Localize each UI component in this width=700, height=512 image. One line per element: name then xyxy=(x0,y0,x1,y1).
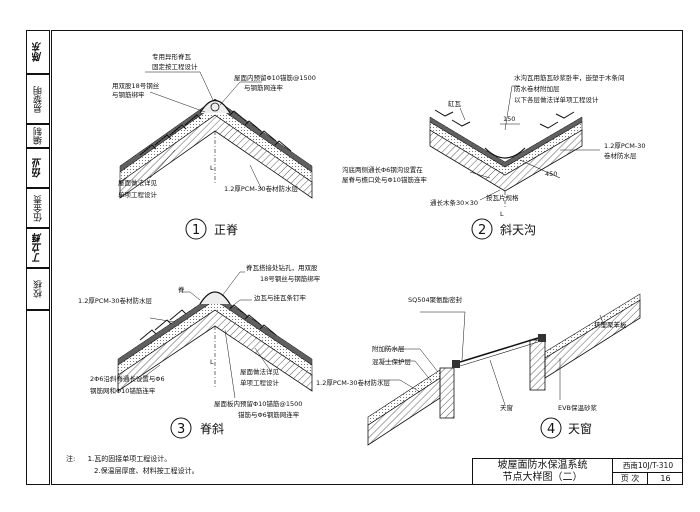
detail-number: 1 xyxy=(192,223,200,238)
ridge-anchor xyxy=(210,102,220,112)
label-gutter-3: 以下各层做法详单项工程设计 xyxy=(514,95,599,104)
gutter-tile xyxy=(484,147,526,159)
label-rebar-2: 与钢筋网连牢 xyxy=(244,83,284,92)
label-ridge-tile-2: 固定按工程设计 xyxy=(152,62,198,71)
checker-cell: 校核 xyxy=(26,268,50,310)
curb-left xyxy=(439,367,455,419)
label-wire: 用双股18号钢丝 xyxy=(112,81,160,90)
detail-number-circle xyxy=(471,218,493,240)
label-ditch-2: 屋脊与檐口处与Φ10锚筋连牢 xyxy=(342,175,427,184)
detail-name: 正脊 xyxy=(214,223,238,237)
label-sealant: SQ504聚氨酯密封 xyxy=(408,295,463,304)
label-rebar-b-2: 锚筋与Φ6钢筋网连牢 xyxy=(238,410,300,419)
atlas-code: 西南10J/T-310 xyxy=(612,458,683,472)
roof-slab xyxy=(544,299,641,379)
label-edge: 边瓦与挂瓦条钉牢 xyxy=(254,293,307,302)
label-ridge-joint: 脊瓦搭接处钻孔，用双股 xyxy=(246,263,318,272)
notes: 注: 1.瓦的固接单项工程设计。 2.保温层厚度、材料按工程设计。 xyxy=(66,453,199,477)
label-membrane-2: 卷材防水层 xyxy=(604,151,637,160)
editor-cell: 编制 xyxy=(26,124,50,148)
detail-name: 天窗 xyxy=(568,422,592,436)
label-ridge: 脊 xyxy=(178,285,185,294)
label-L: L xyxy=(500,210,504,218)
membrane-layer xyxy=(429,116,583,168)
label-membrane: 1.2厚PCM-30卷材防水层 xyxy=(224,184,299,193)
label-see-note: 屋面做法详见 xyxy=(118,178,158,187)
signature-cell: 丁立辉 xyxy=(26,228,50,268)
detail-number: 2 xyxy=(478,223,486,238)
title-line-2: 节点大样图（二） xyxy=(502,472,583,483)
label-tile-note: 按瓦片规格 xyxy=(486,193,519,202)
label-gutter: 水沟瓦用筋瓦砂浆卧牢，嵌塑于木条间 xyxy=(514,73,625,82)
title-cell: 坡屋面防水保温系统 节点大样图（二） xyxy=(472,458,612,485)
label-see-note-2: 单项工程设计 xyxy=(240,378,280,387)
roof-tiles xyxy=(434,109,575,129)
label-rebar: 屋面内预留Φ10锚筋@1500 xyxy=(234,73,316,82)
label-rebar-a-2: 钢筋网和Φ10锚筋连牢 xyxy=(90,386,156,395)
label-mortar: EVB保温砂浆 xyxy=(558,403,598,412)
detail-ridge: 专用异形脊瓦 固定按工程设计 用双股18号钢丝 与钢筋绑牢 屋面内预留Φ10锚筋… xyxy=(112,52,316,240)
detail-number-circle xyxy=(170,417,192,439)
note-1: 1.瓦的固接单项工程设计。 xyxy=(87,455,172,463)
page-label: 页 次 xyxy=(612,472,647,485)
signature-column: 陈东 易黎明 编制 伍业 伍金贵 丁立辉 校核 xyxy=(26,30,50,485)
label-skylight: 天窗 xyxy=(500,403,513,412)
label-membrane: 1.2厚PCM-30卷材防水层 xyxy=(78,296,153,305)
notes-heading: 注: xyxy=(66,455,76,463)
label-dim-150: 150 xyxy=(503,115,515,123)
label-ridge-joint-2: 18号钢丝与钢筋绑牢 xyxy=(260,274,321,283)
drawing-frame xyxy=(51,30,683,485)
designer-cell: 伍金贵 xyxy=(26,188,50,228)
note-2: 2.保温层厚度、材料按工程设计。 xyxy=(94,467,199,475)
label-rebar-a: 2Φ6沿斜脊通长设置与Φ6 xyxy=(90,374,165,383)
detail-hip: 脊 脊瓦搭接处钻孔，用双股 18号钢丝与钢筋绑牢 边瓦与挂瓦条钉牢 1.2厚PC… xyxy=(78,263,321,439)
label-batten: 通长木条30×30 xyxy=(430,198,478,207)
signature-cell: 陈东 xyxy=(26,30,50,74)
ridge-tile xyxy=(199,291,231,305)
sealant-right xyxy=(538,334,546,342)
label-L: L xyxy=(210,358,214,366)
label-L: L xyxy=(210,164,214,172)
label-see-note-2: 单项工程设计 xyxy=(118,190,158,199)
label-ridge-tile: 专用异形脊瓦 xyxy=(152,52,192,61)
label-gutter-2: 防水卷材附加层 xyxy=(514,84,560,93)
detail-valley: 水沟瓦用筋瓦砂浆卧牢，嵌塑于木条间 防水卷材附加层 以下各层做法详单项工程设计 … xyxy=(342,73,646,240)
label-board: 挤塑聚苯板 xyxy=(594,320,627,329)
label-rebar-b: 屋面板内预留Φ10锚筋@1500 xyxy=(214,399,302,408)
detail-name: 斜天沟 xyxy=(500,223,536,237)
detail-number-circle xyxy=(185,218,207,240)
label-dim-450: 450 xyxy=(545,170,557,178)
label-extra: 附加防水层 xyxy=(372,344,405,353)
label-membrane: 1.2厚PCM-30 xyxy=(604,142,646,150)
label-cover-tile: 缸瓦 xyxy=(448,99,462,108)
ridge-tile xyxy=(199,99,231,114)
title-block: 坡屋面防水保温系统 节点大样图（二） 西南10J/T-310 页 次 16 xyxy=(472,458,683,485)
label-membrane: 1.2厚PCM-30卷材防水层 xyxy=(316,378,391,387)
curb-right xyxy=(529,339,546,391)
detail-number: 3 xyxy=(177,422,185,437)
blank-cell xyxy=(26,310,50,485)
detail-skylight: SQ504聚氨酯密封 附加防水层 混凝土保护层 1.2厚PCM-30卷材防水层 … xyxy=(316,293,641,446)
reviewer-cell: 易黎明 xyxy=(26,74,50,124)
membrane-layer xyxy=(119,98,313,173)
label-see-note: 屋面做法详见 xyxy=(240,367,280,376)
label-ditch: 沟底两侧通长Φ6钢沟设置在 xyxy=(342,165,423,174)
sealant-left xyxy=(452,360,460,368)
page-number: 16 xyxy=(647,472,683,485)
signature-cell: 伍业 xyxy=(26,148,50,188)
detail-name: 脊斜 xyxy=(200,422,224,436)
roof-tiles xyxy=(139,110,292,156)
label-protect: 混凝土保护层 xyxy=(372,357,412,366)
skylight-glass xyxy=(459,337,539,363)
title-line-1: 坡屋面防水保温系统 xyxy=(497,460,588,471)
label-wire-2: 与钢筋绑牢 xyxy=(112,90,145,99)
detail-number: 4 xyxy=(547,422,555,437)
detail-number-circle xyxy=(540,417,562,439)
